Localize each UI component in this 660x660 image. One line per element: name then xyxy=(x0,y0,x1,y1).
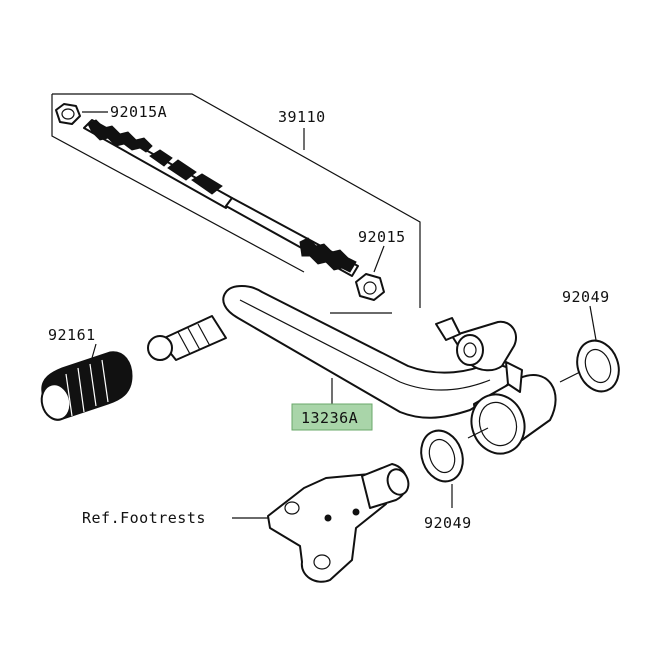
callout-ref-footrests: Ref.Footrests xyxy=(82,509,206,527)
rod-end-clevis xyxy=(435,317,523,393)
callout-13236A: 13236A xyxy=(301,409,358,427)
callout-92015A: 92015A xyxy=(110,103,167,121)
callout-92161: 92161 xyxy=(48,326,96,344)
callout-92049-bottom: 92049 xyxy=(424,514,472,532)
nut-92015A xyxy=(55,103,81,125)
callout-92015: 92015 xyxy=(358,228,406,246)
shift-lever-arm xyxy=(222,285,557,455)
leader-lines xyxy=(82,111,597,519)
rod-thread-right xyxy=(299,237,357,273)
pedal-rubber xyxy=(40,351,133,421)
washer-92049-top xyxy=(576,339,620,393)
tie-rod xyxy=(83,119,359,277)
footrest-bracket xyxy=(267,463,410,583)
highlighted-part-13236A[interactable]: 13236A xyxy=(291,403,373,431)
nut-92015 xyxy=(355,273,385,301)
washer-92049-bottom xyxy=(420,429,464,483)
rod-knurl xyxy=(149,149,223,195)
callout-92049-top: 92049 xyxy=(562,288,610,306)
pedal-peg xyxy=(147,315,227,361)
rod-thread-left xyxy=(87,119,153,153)
callout-39110: 39110 xyxy=(278,108,326,126)
assembly-bracket xyxy=(51,93,421,314)
